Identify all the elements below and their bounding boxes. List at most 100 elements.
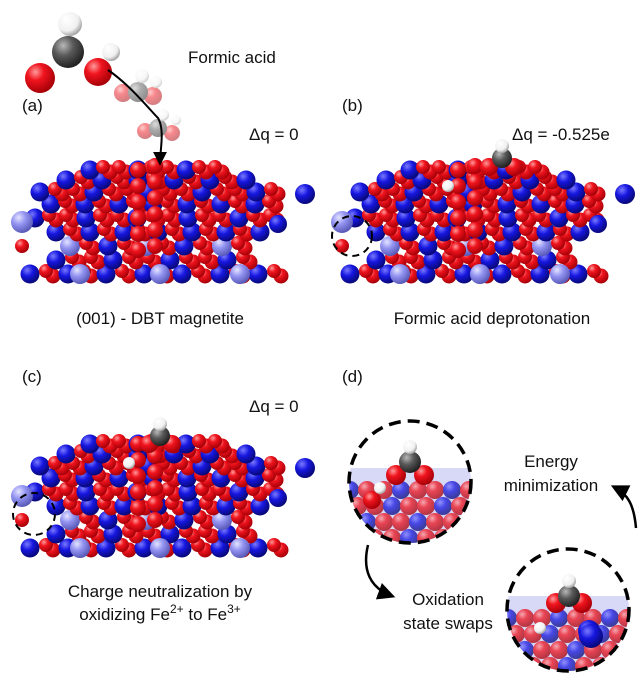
fe-atom bbox=[498, 208, 518, 228]
fe-atom bbox=[530, 264, 550, 284]
swap-highlight-circle-b bbox=[331, 215, 373, 257]
fe-atom bbox=[383, 497, 401, 515]
o-atom bbox=[15, 513, 29, 527]
fe-atom bbox=[269, 215, 287, 233]
fe-atom bbox=[46, 222, 66, 242]
o-atom bbox=[192, 434, 206, 448]
fe-atom bbox=[160, 524, 180, 544]
o-atom bbox=[130, 210, 146, 226]
o-atom bbox=[359, 264, 373, 278]
o-atom bbox=[130, 194, 146, 210]
fe-atom bbox=[570, 222, 590, 242]
o-atom bbox=[147, 190, 163, 206]
fe-atom bbox=[236, 170, 256, 190]
fe-atom bbox=[618, 641, 629, 659]
molecule-trajectory-ghosts bbox=[114, 69, 181, 141]
o-atom bbox=[575, 657, 593, 671]
o-atom bbox=[130, 500, 146, 516]
fe-atom bbox=[41, 468, 61, 488]
o-atom bbox=[626, 625, 629, 643]
step-oxidation-line2: state swaps bbox=[403, 614, 493, 633]
zoom-circle-oxidation bbox=[505, 547, 631, 673]
charge-delta-b: Δq = -0.525e bbox=[512, 125, 610, 144]
fe-atom bbox=[216, 222, 236, 242]
fe-tet-atom bbox=[230, 264, 250, 284]
fe-atom bbox=[507, 657, 525, 671]
caption-c-text2: to Fe bbox=[183, 605, 228, 624]
o-atom bbox=[264, 182, 278, 196]
o-atom bbox=[516, 609, 534, 627]
cycle-arrow-down bbox=[364, 544, 396, 600]
o-atom bbox=[450, 242, 466, 258]
caption-a: (001) - DBT magnetite bbox=[76, 309, 244, 328]
o-atom bbox=[551, 236, 565, 250]
fe-atom bbox=[41, 194, 61, 214]
o-atom bbox=[231, 236, 245, 250]
fe-atom bbox=[392, 481, 410, 499]
o-atom bbox=[147, 480, 163, 496]
o-atom bbox=[267, 264, 281, 278]
swap-highlight-circle-c bbox=[12, 492, 56, 536]
fe-tet-atom bbox=[11, 211, 33, 233]
o-atom bbox=[468, 497, 471, 515]
o-atom bbox=[467, 158, 483, 174]
o-atom bbox=[147, 496, 163, 512]
o-atom bbox=[426, 481, 444, 499]
o-atom bbox=[467, 174, 483, 190]
o-atom bbox=[626, 657, 629, 671]
caption-c-line1: Charge neutralization by bbox=[67, 582, 253, 601]
fe-atom bbox=[178, 482, 198, 502]
o-atom bbox=[468, 529, 471, 543]
o-atom bbox=[450, 178, 466, 194]
o-atom bbox=[96, 160, 110, 174]
o-atom bbox=[264, 456, 278, 470]
o-atom bbox=[130, 242, 146, 258]
fe-atom bbox=[295, 184, 315, 204]
fe-atom bbox=[46, 496, 66, 516]
fe-atom bbox=[556, 170, 576, 190]
o-atom bbox=[400, 497, 418, 515]
panel-label-b: (b) bbox=[342, 96, 363, 115]
fe-tet-atom bbox=[331, 211, 353, 233]
caption-b: Formic acid deprotonation bbox=[393, 309, 591, 328]
fe-tet-atom bbox=[70, 264, 90, 284]
fe-tet-atom bbox=[70, 538, 90, 558]
o-atom bbox=[130, 162, 146, 178]
fe-atom bbox=[236, 444, 256, 464]
panel-label-a: (a) bbox=[22, 96, 43, 115]
fe-atom bbox=[416, 264, 436, 284]
o-atom bbox=[147, 512, 163, 528]
fe-tet-atom bbox=[150, 264, 170, 284]
formic-acid-label: Formic acid bbox=[188, 48, 276, 67]
o-atom bbox=[192, 160, 206, 174]
o-atom bbox=[130, 484, 146, 500]
o-atom bbox=[130, 178, 146, 194]
fe-atom bbox=[134, 538, 154, 558]
o-atom bbox=[208, 160, 222, 174]
o-atom bbox=[375, 513, 393, 531]
o-atom bbox=[147, 222, 163, 238]
o-atom bbox=[507, 641, 517, 659]
fe-atom bbox=[409, 513, 427, 531]
fe-atom bbox=[176, 434, 196, 454]
approach-arrow bbox=[107, 69, 168, 166]
o-atom bbox=[112, 160, 126, 174]
fe-atom bbox=[601, 609, 619, 627]
fe-atom bbox=[434, 222, 454, 242]
o-atom bbox=[417, 497, 435, 515]
fe-atom bbox=[609, 657, 627, 671]
magnetite-slab-a bbox=[11, 158, 315, 284]
o-atom bbox=[426, 513, 444, 531]
caption-c-text1: oxidizing Fe bbox=[79, 605, 170, 624]
fe-atom bbox=[30, 182, 50, 202]
fe-atom bbox=[114, 496, 134, 516]
o-atom bbox=[450, 162, 466, 178]
fe-atom bbox=[210, 538, 230, 558]
magnetite-slab-c bbox=[11, 432, 315, 558]
fe-tet-atom bbox=[230, 538, 250, 558]
o-atom bbox=[467, 190, 483, 206]
fe-atom bbox=[80, 160, 100, 180]
o-atom bbox=[467, 222, 483, 238]
fe-atom bbox=[480, 250, 500, 270]
fe-atom bbox=[176, 160, 196, 180]
